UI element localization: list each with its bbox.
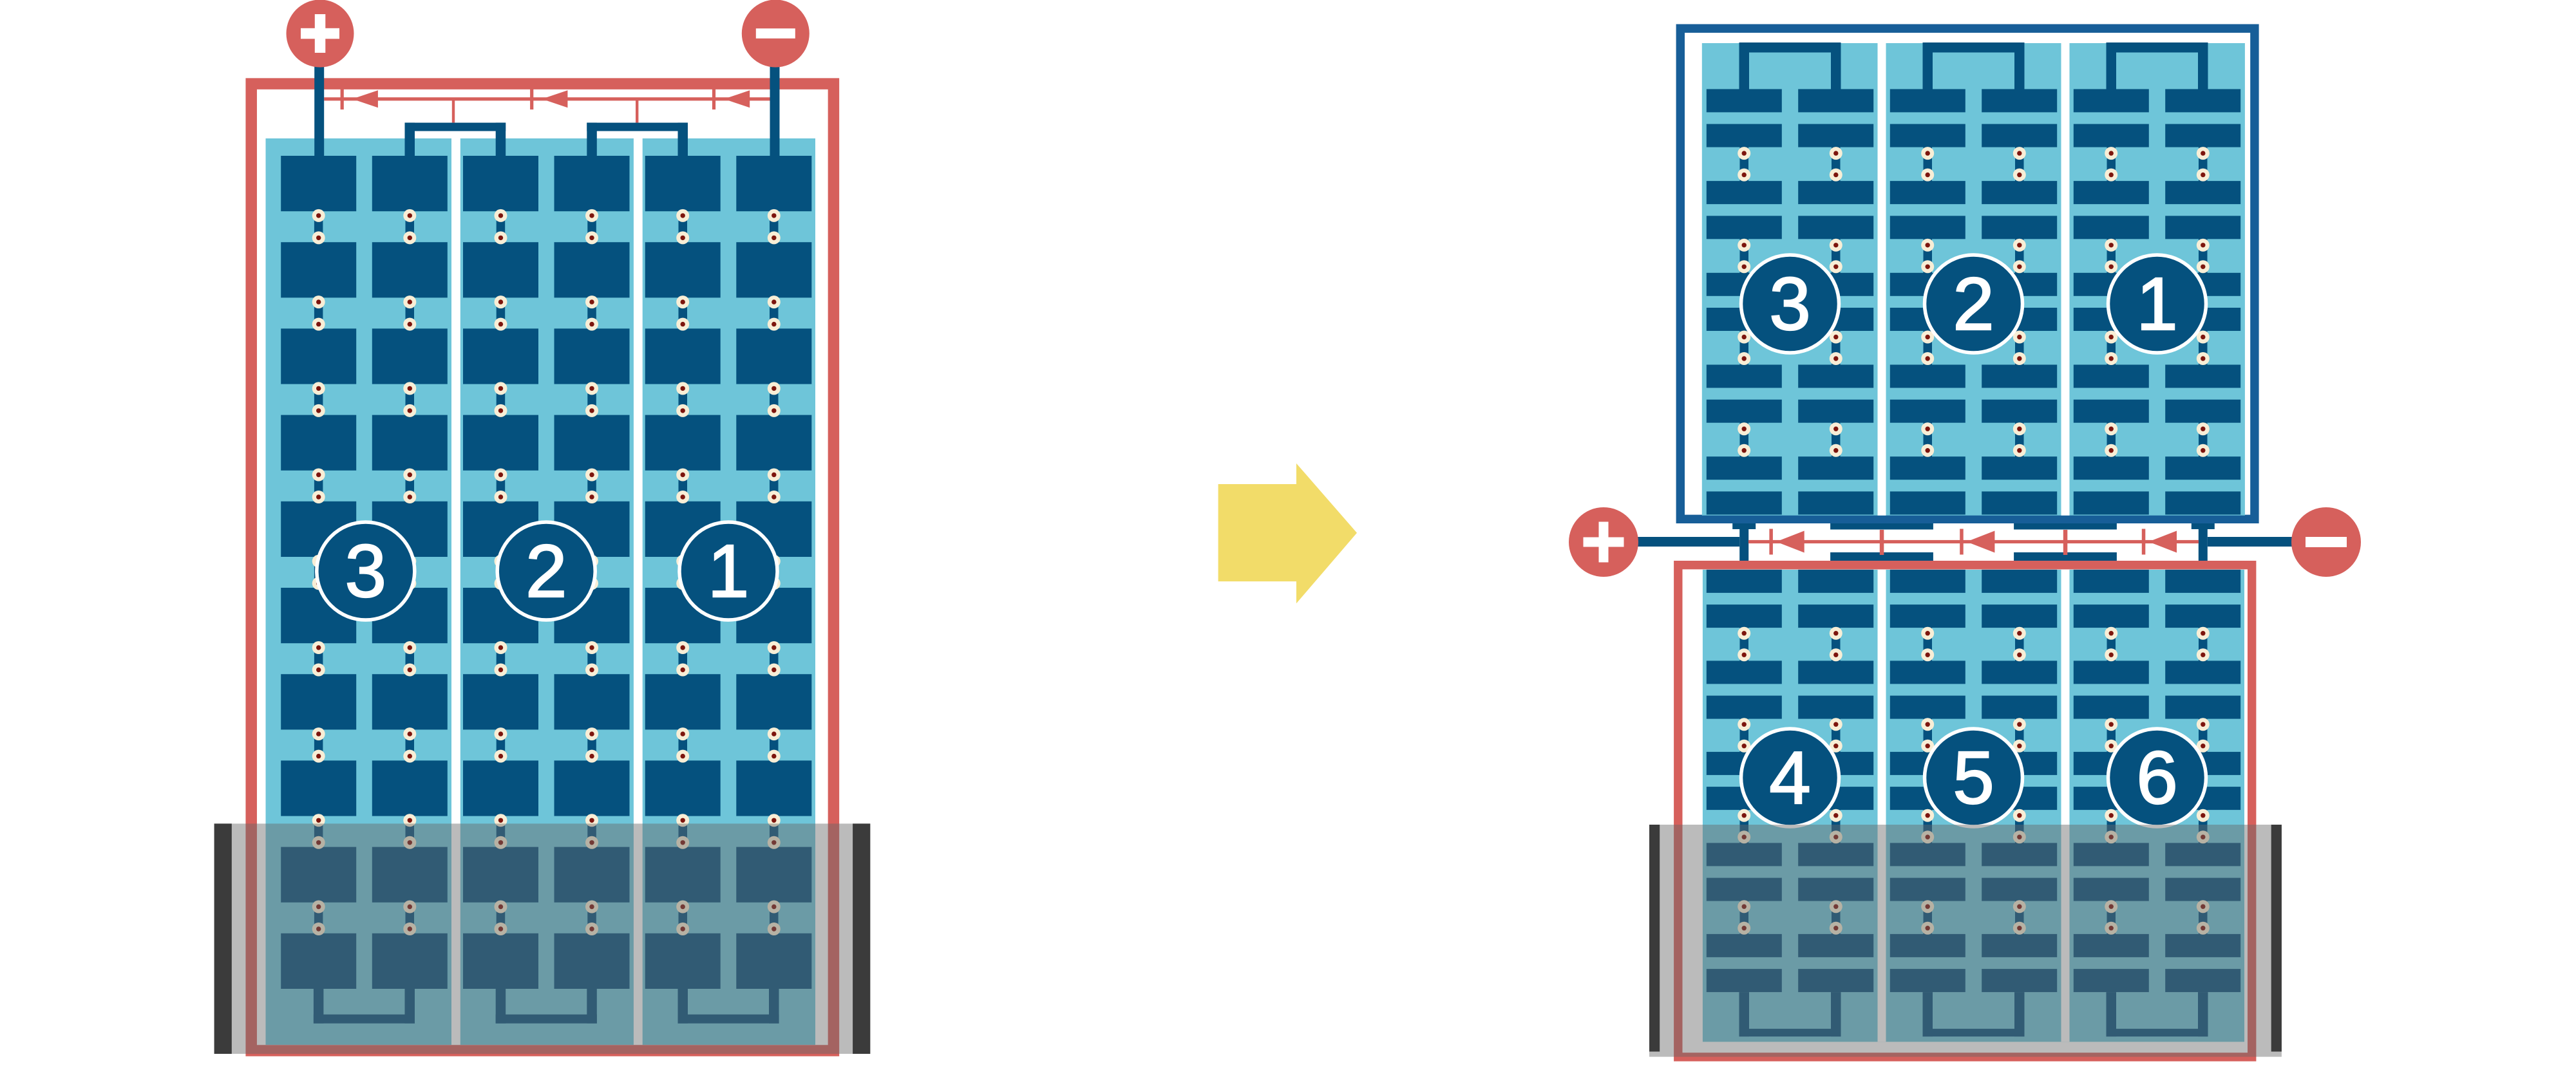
svg-text:1: 1 [2136,262,2178,346]
svg-text:4: 4 [1769,736,1811,820]
svg-text:2: 2 [526,529,567,613]
svg-text:1: 1 [708,529,750,613]
svg-text:3: 3 [1769,262,1811,346]
svg-text:2: 2 [1953,262,1994,346]
svg-text:5: 5 [1953,736,1994,820]
svg-text:6: 6 [2136,736,2178,820]
svg-text:3: 3 [345,529,387,613]
